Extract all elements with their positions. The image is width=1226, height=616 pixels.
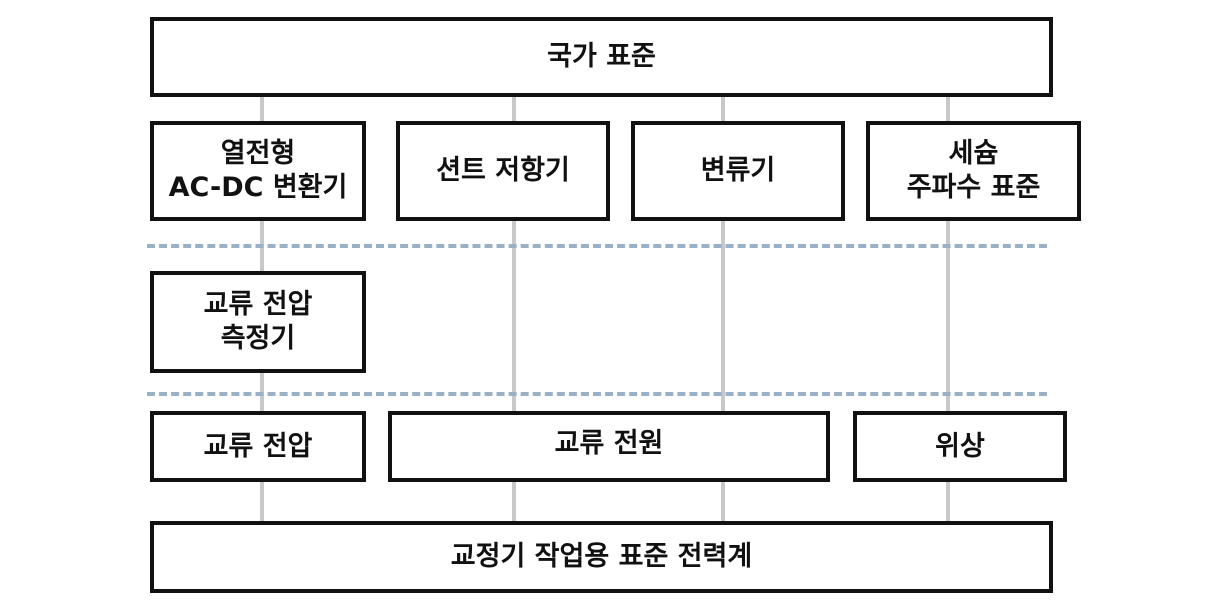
national-standard-box: 국가 표준 <box>150 17 1053 97</box>
ac-power-source-box: 교류 전원 <box>388 411 830 482</box>
ac-voltage-box: 교류 전압 <box>150 411 366 482</box>
thermal-converter-box: 열전형 AC-DC 변환기 <box>150 121 366 221</box>
working-standard-power-meter-box: 교정기 작업용 표준 전력계 <box>150 521 1053 593</box>
tier-separator-2 <box>147 392 1047 396</box>
tier-separator-1 <box>147 244 1047 248</box>
phase-box: 위상 <box>853 411 1067 482</box>
connector-line-2 <box>512 96 516 524</box>
current-transformer-box: 변류기 <box>631 121 845 221</box>
ac-voltage-meter-box: 교류 전압 측정기 <box>150 271 366 373</box>
shunt-resistor-box: 션트 저항기 <box>396 121 610 221</box>
connector-line-4 <box>946 96 950 524</box>
cesium-frequency-standard-box: 세슘 주파수 표준 <box>866 121 1081 221</box>
connector-line-3 <box>721 96 725 524</box>
